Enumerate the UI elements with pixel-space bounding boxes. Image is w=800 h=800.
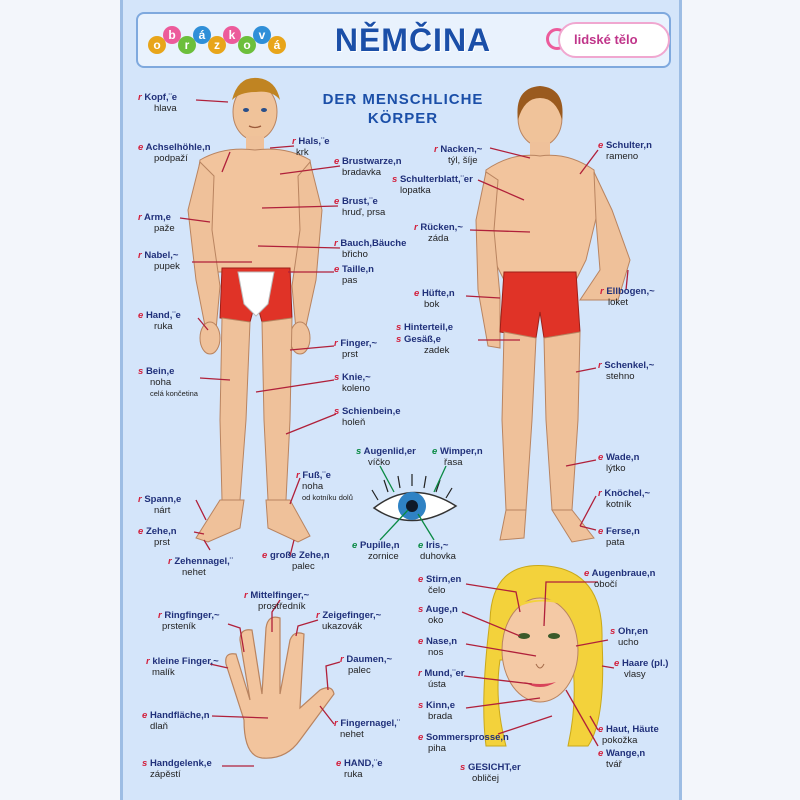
logo-letter: á <box>193 26 211 44</box>
label-ringfinger: r Ringfinger,~prsteník <box>158 610 220 632</box>
label-iris: e Iris,~duhovka <box>418 540 456 562</box>
label-fingernagel: r Fingernagel,¨nehet <box>334 718 400 740</box>
poster-card: o b r á z k o v á NĚMČINA lidské tělo DE… <box>120 0 682 800</box>
hand-illustration <box>225 616 335 759</box>
label-ellbogen: r Ellbogen,~loket <box>600 286 655 308</box>
woman-face-illustration <box>483 564 604 747</box>
eye-leader-lines <box>379 465 447 541</box>
logo-letter: b <box>163 26 181 44</box>
section-title-line2: KÖRPER <box>367 110 439 127</box>
man-front-illustration <box>187 77 323 543</box>
logo-letter: á <box>268 36 286 54</box>
label-knie: s Knie,~koleno <box>334 372 371 394</box>
label-haare: e Haare (pl.)vlasy <box>614 658 669 680</box>
label-finger: r Finger,~prst <box>334 338 378 360</box>
section-title-line1: DER MENSCHLICHE <box>322 91 484 108</box>
man-back-illustration <box>475 86 631 543</box>
logo-letter: v <box>253 26 271 44</box>
logo-letter: r <box>178 36 196 54</box>
label-schenkel: r Schenkel,~stehno <box>598 360 655 382</box>
logo-letter: o <box>238 36 256 54</box>
label-mittelfinger: r Mittelfinger,~prostředník <box>244 590 310 612</box>
leader-lines <box>179 99 629 767</box>
logo-letter: o <box>148 36 166 54</box>
label-zehennagel: r Zehennagel,¨nehet <box>168 556 233 578</box>
page-title: NĚMČINA <box>334 22 492 58</box>
header-bar: o b r á z k o v á NĚMČINA lidské tělo <box>136 12 671 68</box>
logo-letter: k <box>223 26 241 44</box>
label-zeigefinger: r Zeigefinger,~ukazovák <box>316 610 382 632</box>
label-daumen: r Daumen,~palec <box>340 654 393 676</box>
label-kleine-finger: r kleine Finger,~malík <box>146 656 219 678</box>
eye-illustration <box>371 474 458 522</box>
label-nacken: r Nacken,~týl, šíje <box>434 144 483 166</box>
topic-badge: lidské tělo <box>558 22 670 58</box>
label-nabel: r Nabel,~pupek <box>138 250 180 272</box>
label-knochel: r Knöchel,~kotník <box>598 488 651 510</box>
label-hinterteil: s Hinterteil,e <box>396 322 454 333</box>
logo-letter: z <box>208 36 226 54</box>
section-title: DER MENSCHLICHE KÖRPER <box>303 90 503 128</box>
label-rucken: r Rücken,~záda <box>414 222 463 244</box>
